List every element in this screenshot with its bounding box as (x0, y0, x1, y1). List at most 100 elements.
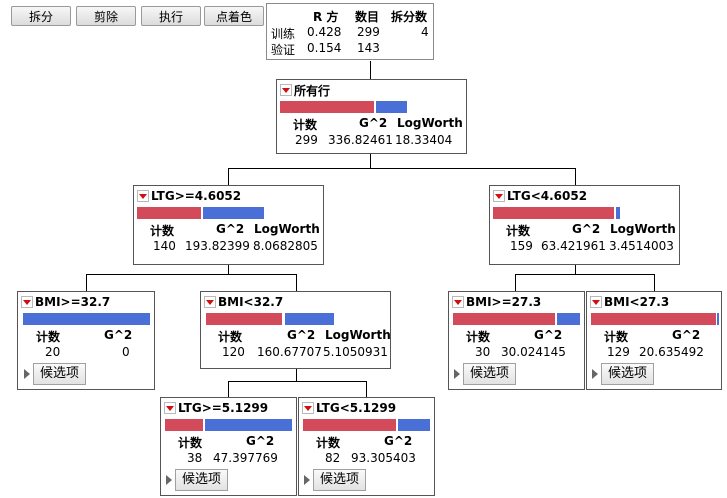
training-rsquare: 0.428 (307, 25, 342, 39)
count-label: 计数 (604, 330, 629, 344)
candidates-toggle[interactable]: 候选项 (592, 363, 655, 385)
candidates-button[interactable]: 候选项 (33, 363, 87, 385)
node-title-label: 所有行 (294, 83, 331, 98)
candidates-button[interactable]: 候选项 (313, 469, 367, 491)
candidates-button[interactable]: 候选项 (175, 469, 229, 491)
logworth-value: 8.0682805 (253, 239, 318, 253)
menu-triangle-icon[interactable] (137, 190, 149, 202)
candidates-toggle[interactable]: 候选项 (304, 469, 367, 491)
class-bar-red (280, 101, 374, 113)
connector (654, 274, 655, 291)
class-bar-blue (616, 207, 620, 219)
g2-value: 63.421961 (541, 239, 606, 253)
connector (86, 274, 87, 291)
training-label: 训练 (271, 27, 296, 41)
class-bar-blue (376, 101, 407, 113)
logworth-label: LogWorth (325, 328, 391, 342)
node-title: BMI>=32.7 (21, 295, 110, 309)
node-bmi-ge-32.7: BMI>=32.7 计数 G^2 20 0 候选项 (17, 291, 155, 390)
count-value: 120 (222, 345, 245, 359)
count-value: 299 (295, 133, 318, 147)
node-bmi-ge-27.3: BMI>=27.3 计数 G^2 30 30.024145 候选项 (448, 291, 585, 390)
validation-n: 143 (357, 41, 380, 55)
node-title-label: BMI>=27.3 (466, 295, 542, 309)
class-bar-red (303, 419, 396, 431)
menu-triangle-icon[interactable] (204, 296, 216, 308)
count-value: 129 (607, 345, 630, 359)
count-value: 82 (325, 451, 341, 465)
g2-value: 0 (122, 345, 130, 359)
validation-label: 验证 (271, 43, 296, 57)
go-button[interactable]: 执行 (141, 6, 201, 26)
splits-header: 拆分数 (391, 10, 428, 24)
validation-rsquare: 0.154 (307, 41, 342, 55)
node-ltg-ge-4.6052: LTG>=4.6052 计数 G^2 LogWorth 140 193.8239… (133, 185, 324, 265)
count-value: 38 (187, 451, 203, 465)
connector (86, 274, 296, 275)
node-title: BMI>=27.3 (452, 295, 541, 309)
g2-label: G^2 (384, 434, 413, 448)
node-ltg-lt-4.6052: LTG<4.6052 计数 G^2 LogWorth 159 63.421961… (489, 185, 680, 265)
g2-value: 93.305403 (351, 451, 416, 465)
menu-triangle-icon[interactable] (590, 296, 602, 308)
node-title: BMI<27.3 (590, 295, 669, 309)
training-n: 299 (357, 25, 380, 39)
count-value: 140 (153, 239, 176, 253)
class-bar-blue (717, 313, 719, 325)
logworth-label: LogWorth (610, 222, 676, 236)
count-label: 计数 (506, 224, 531, 238)
g2-value: 336.82461 (328, 133, 393, 147)
g2-value: 160.67707 (257, 345, 322, 359)
class-bar-blue (205, 419, 292, 431)
node-all-rows: 所有行 计数 G^2 LogWorth 299 336.82461 18.334… (276, 79, 467, 154)
connector (228, 168, 575, 169)
connector (228, 381, 229, 397)
count-value: 20 (45, 345, 61, 359)
class-bar-blue (203, 207, 264, 219)
class-bar-red (206, 313, 282, 325)
class-bar-blue (285, 313, 334, 325)
class-bar-blue (557, 313, 580, 325)
node-bmi-lt-27.3: BMI<27.3 计数 G^2 129 20.635492 候选项 (586, 291, 722, 390)
candidates-toggle[interactable]: 候选项 (166, 469, 229, 491)
logworth-value: 3.4514003 (609, 239, 674, 253)
count-label: 计数 (293, 118, 318, 132)
menu-triangle-icon[interactable] (452, 296, 464, 308)
g2-label: G^2 (359, 116, 388, 130)
menu-triangle-icon[interactable] (302, 402, 314, 414)
class-bar-red (165, 419, 203, 431)
g2-value: 30.024145 (501, 345, 566, 359)
node-ltg-lt-5.1299: LTG<5.1299 计数 G^2 82 93.305403 候选项 (298, 397, 435, 496)
logworth-value: 18.33404 (395, 133, 453, 147)
class-bar-red (137, 207, 201, 219)
menu-triangle-icon[interactable] (21, 296, 33, 308)
connector (228, 168, 229, 185)
color-points-button[interactable]: 点着色 (204, 6, 264, 26)
candidates-button[interactable]: 候选项 (601, 363, 655, 385)
split-button[interactable]: 拆分 (11, 6, 71, 26)
count-label: 计数 (218, 330, 243, 344)
prune-button[interactable]: 剪除 (76, 6, 136, 26)
disclosure-arrow-icon (166, 475, 172, 485)
node-title-label: LTG>=4.6052 (151, 189, 242, 203)
node-title-label: LTG<4.6052 (507, 189, 588, 203)
connector (228, 381, 366, 382)
g2-value: 20.635492 (639, 345, 704, 359)
class-bar-red (453, 313, 555, 325)
node-title: LTG<4.6052 (493, 189, 587, 203)
menu-triangle-icon[interactable] (280, 84, 292, 96)
class-bar-red (591, 313, 716, 325)
disclosure-arrow-icon (24, 369, 30, 379)
disclosure-arrow-icon (304, 475, 310, 485)
count-label: 计数 (316, 436, 341, 450)
candidates-toggle[interactable]: 候选项 (24, 363, 87, 385)
menu-triangle-icon[interactable] (164, 402, 176, 414)
connector (228, 264, 229, 274)
menu-triangle-icon[interactable] (493, 190, 505, 202)
node-title-label: BMI<32.7 (218, 295, 284, 309)
count-header: 数目 (355, 10, 380, 24)
node-title-label: LTG<5.1299 (316, 401, 397, 415)
candidates-button[interactable]: 候选项 (463, 363, 517, 385)
node-title-label: LTG>=5.1299 (178, 401, 269, 415)
candidates-toggle[interactable]: 候选项 (454, 363, 517, 385)
